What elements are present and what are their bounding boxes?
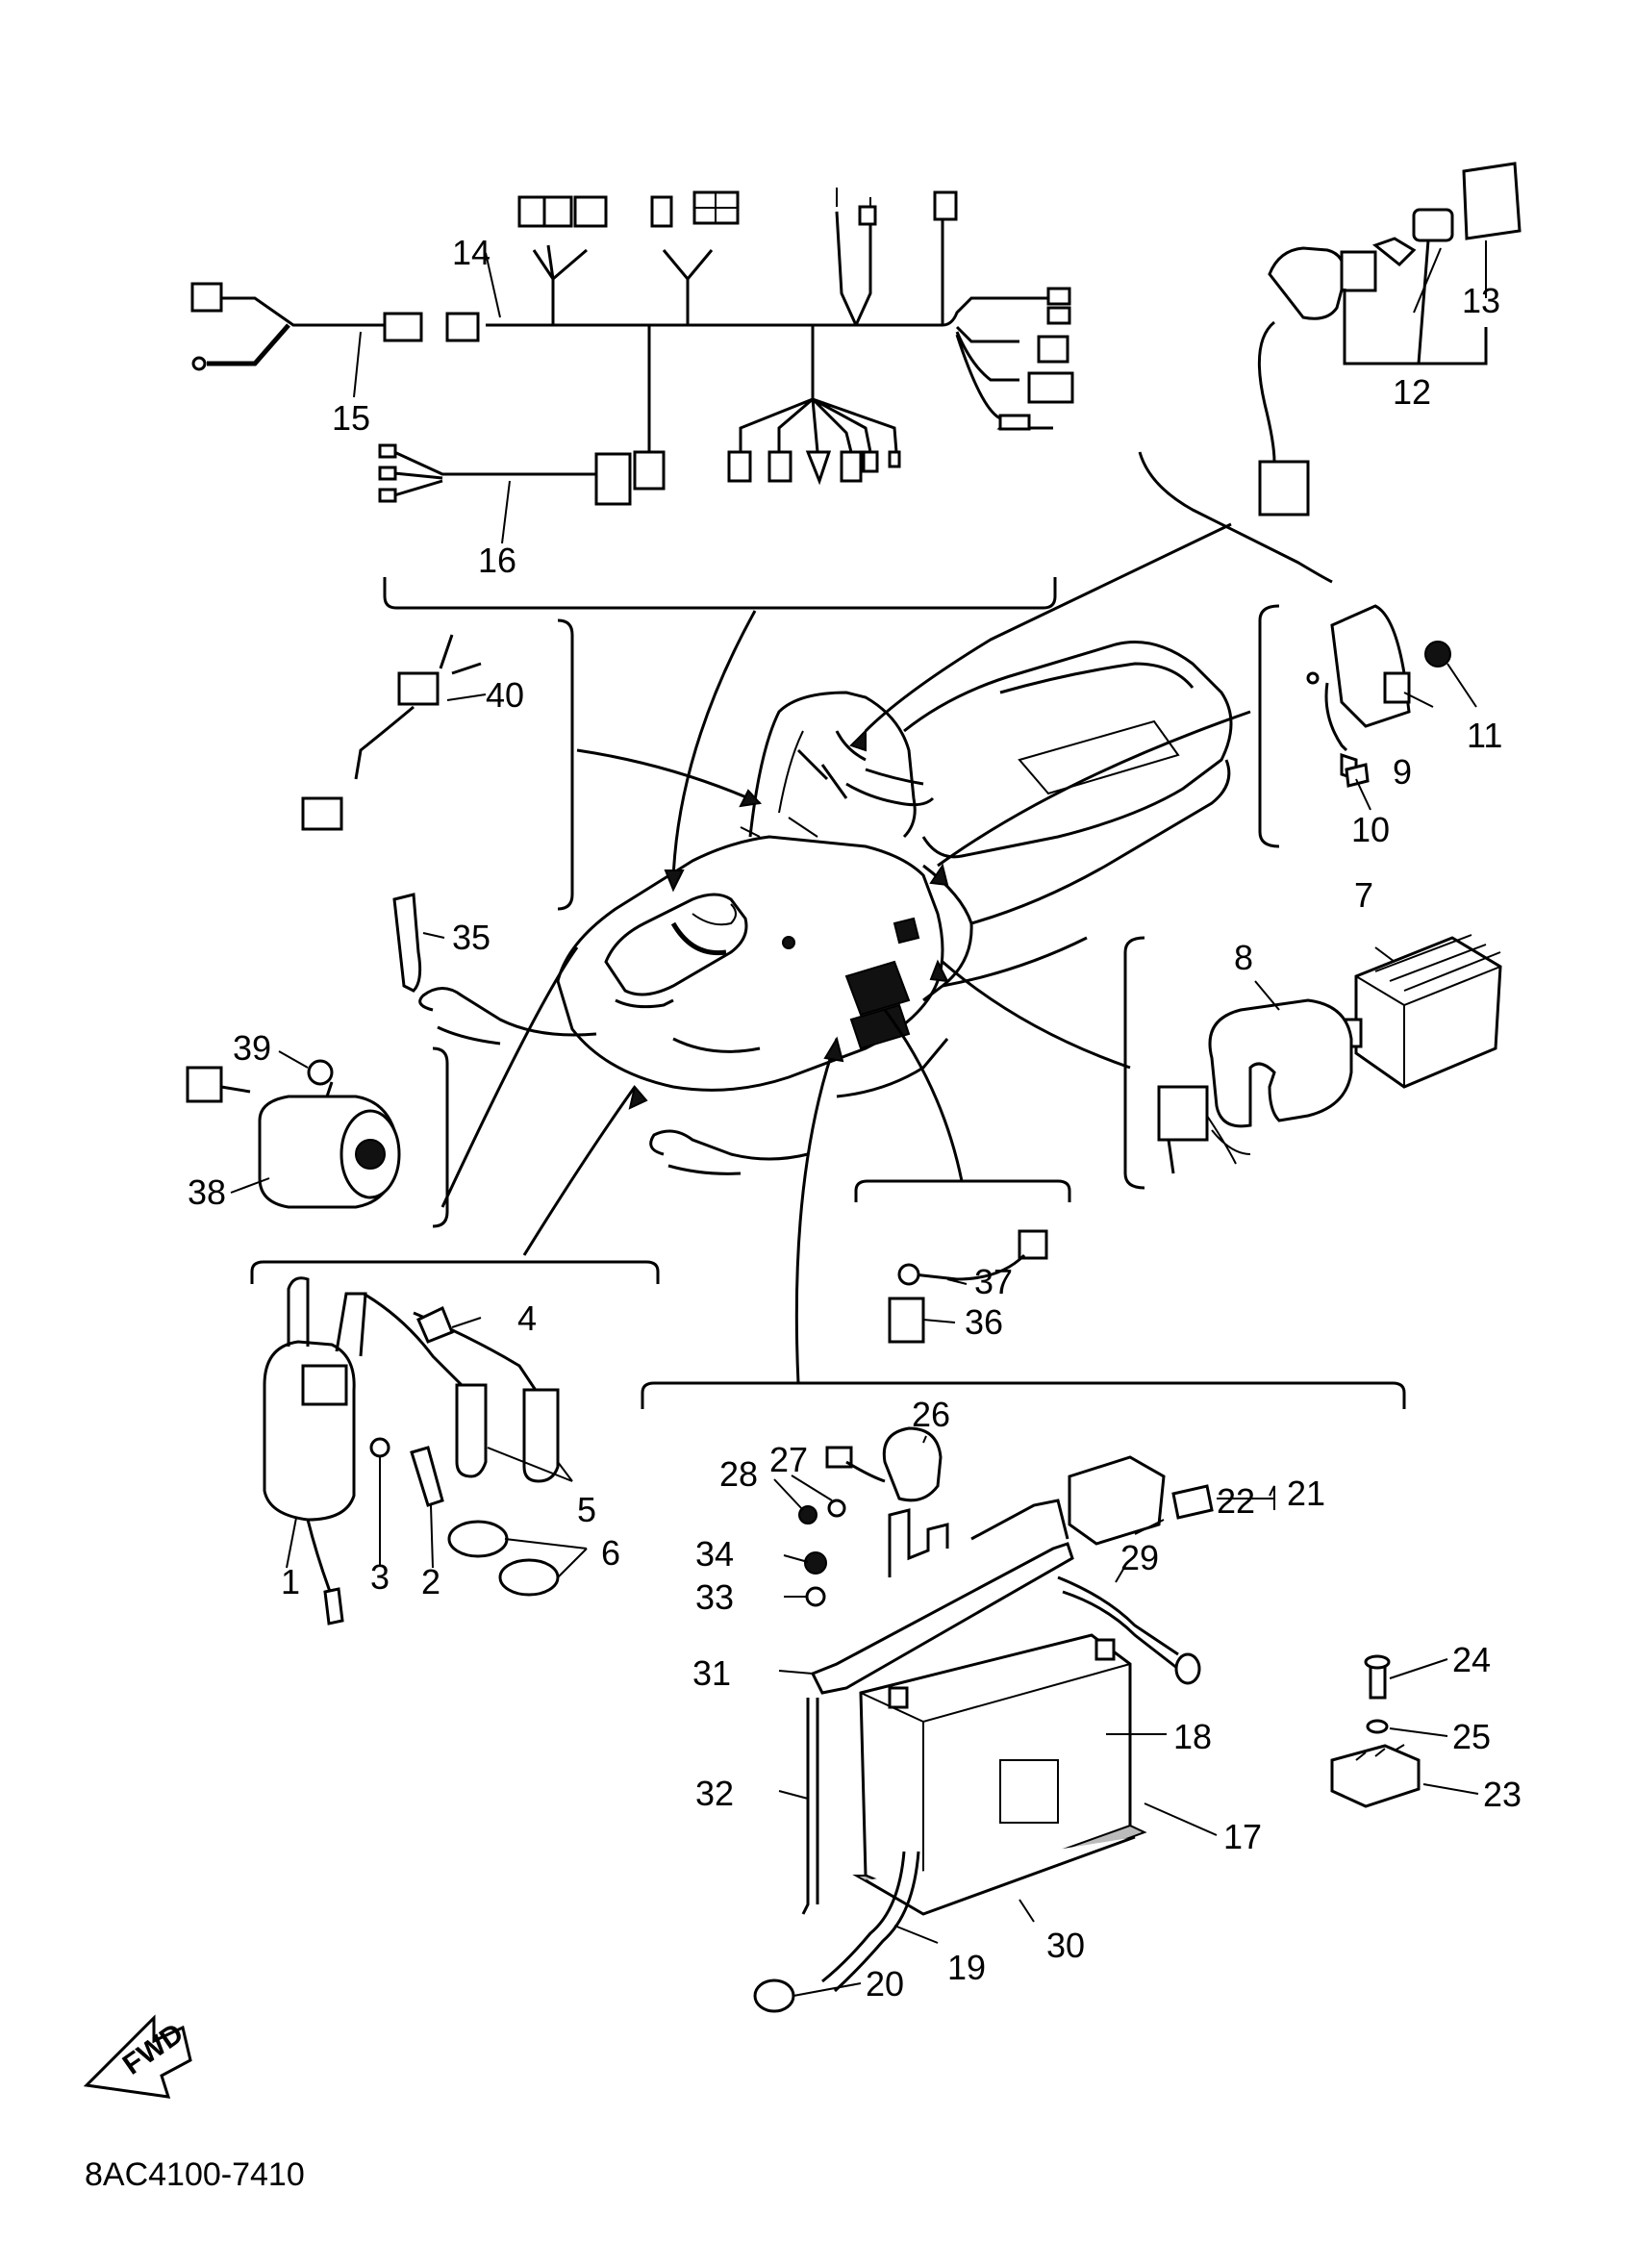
- cdi-unit-assembly: [1306, 604, 1451, 788]
- part-label-8: 8: [1234, 938, 1253, 977]
- part-label-11: 11: [1467, 716, 1502, 755]
- starter-assembly: [186, 1059, 401, 1209]
- part-label-31: 31: [692, 1653, 731, 1693]
- part-label-4: 4: [517, 1298, 537, 1338]
- part-label-32: 32: [695, 1774, 734, 1813]
- sensor-assembly: [888, 1229, 1048, 1344]
- battery-assembly: [753, 1426, 1421, 2013]
- switch-assembly: [301, 634, 482, 831]
- part-label-6: 6: [601, 1533, 620, 1573]
- group-brackets: [250, 451, 1406, 1409]
- part-label-15: 15: [332, 398, 370, 438]
- part-label-37: 37: [974, 1262, 1013, 1301]
- part-label-24: 24: [1452, 1640, 1491, 1679]
- label-leaders: [230, 240, 1487, 1997]
- part-label-3: 3: [370, 1557, 390, 1597]
- part-label-14: 14: [452, 233, 490, 272]
- wire-harness: [190, 188, 1074, 506]
- part-label-16: 16: [478, 541, 516, 580]
- snowmobile-body: [418, 641, 1233, 1175]
- part-label-17: 17: [1223, 1817, 1262, 1856]
- part-label-30: 30: [1046, 1926, 1085, 1965]
- part-label-23: 23: [1483, 1775, 1522, 1814]
- part-label-2: 2: [421, 1562, 440, 1601]
- part-label-21: 21: [1287, 1474, 1325, 1513]
- part-label-20: 20: [866, 1964, 904, 2003]
- part-label-27: 27: [769, 1440, 808, 1479]
- part-label-28: 28: [719, 1454, 758, 1494]
- part-label-36: 36: [965, 1302, 1003, 1342]
- part-label-40: 40: [486, 675, 524, 715]
- ignition-coil-assembly: [263, 1276, 560, 1625]
- part-label-35: 35: [452, 918, 490, 957]
- part-label-12: 12: [1393, 372, 1431, 412]
- part-label-33: 33: [695, 1577, 734, 1617]
- part-label-9: 9: [1393, 752, 1412, 792]
- part-label-5: 5: [577, 1490, 596, 1529]
- part-label-34: 34: [695, 1534, 734, 1574]
- part-label-7: 7: [1354, 875, 1373, 915]
- rectifier-assembly: [1157, 934, 1502, 1174]
- part-labels: 1 2 3 4 5 6 7 8 9 10 11 12 13 14 15 16 1…: [188, 233, 1522, 2003]
- strap-assembly: [392, 893, 422, 993]
- part-label-22: 22: [1217, 1481, 1255, 1521]
- part-label-25: 25: [1452, 1717, 1491, 1756]
- part-label-13: 13: [1462, 281, 1500, 320]
- main-switch-assembly: [1257, 162, 1522, 517]
- part-label-19: 19: [947, 1948, 986, 1987]
- part-label-26: 26: [912, 1395, 950, 1434]
- fwd-arrow-icon: FWD: [83, 2014, 192, 2099]
- part-label-39: 39: [233, 1028, 271, 1068]
- body-leaders: [440, 522, 1251, 1384]
- part-label-29: 29: [1120, 1538, 1159, 1577]
- part-label-18: 18: [1173, 1717, 1212, 1756]
- diagram-code: 8AC4100-7410: [85, 2156, 305, 2193]
- part-label-38: 38: [188, 1172, 226, 1212]
- part-label-1: 1: [281, 1562, 300, 1601]
- part-label-10: 10: [1351, 810, 1390, 849]
